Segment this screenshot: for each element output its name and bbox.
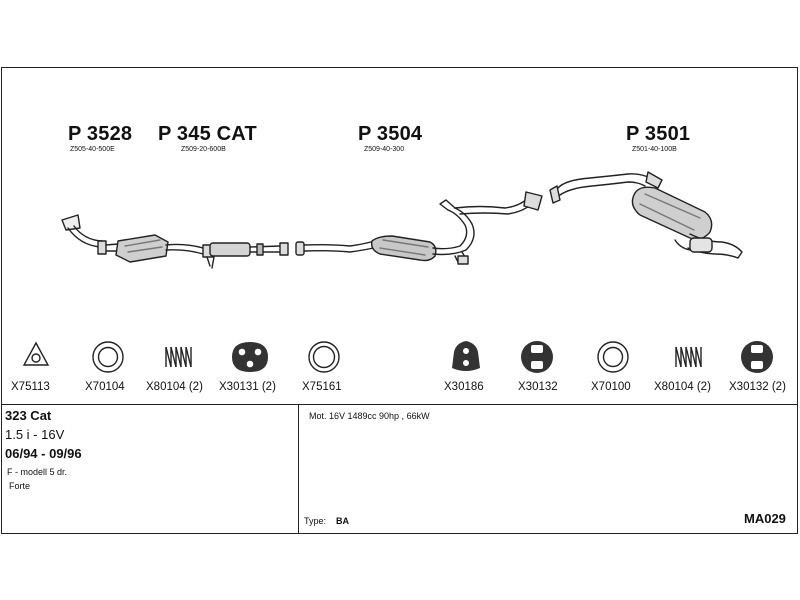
ring-gasket-icon-2: [308, 341, 340, 373]
sheet-code: MA029: [744, 511, 786, 526]
rubber-hanger-icon: [232, 342, 268, 372]
vehicle-model: 323 Cat: [5, 408, 52, 423]
diagram-frame: [1, 67, 798, 534]
part-number-p345cat: P 345 CAT: [158, 123, 257, 145]
fitting-label: X30186: [444, 381, 484, 393]
hanger-block-icon: [452, 341, 480, 371]
spring-icon-2: [675, 346, 702, 368]
middle-section-drawing: [202, 242, 289, 269]
vehicle-trim: Forte: [9, 481, 31, 491]
fitting-label: X80104 (2): [654, 381, 711, 393]
fitting-label: X30132 (2): [729, 381, 786, 393]
part-code-p3528: Z505-40-500E: [70, 146, 115, 153]
vehicle-engine: 1.5 i - 16V: [5, 427, 65, 442]
fitting-label: X70100: [591, 381, 631, 393]
info-divider-vertical: [298, 404, 299, 533]
fitting-label: X75113: [11, 381, 50, 393]
part-code-p3504: Z509-40-300: [364, 146, 405, 153]
fitting-label: X75161: [302, 381, 342, 393]
fitting-label: X80104 (2): [146, 381, 203, 393]
type-label: Type:: [304, 516, 327, 526]
part-number-p3504: P 3504: [358, 123, 423, 145]
rear-silencer-drawing: [549, 171, 743, 259]
triangle-gasket-icon: [22, 341, 50, 366]
spring-icon: [165, 346, 192, 368]
part-code-p3501: Z501-40-100B: [632, 146, 677, 153]
part-number-p3528: P 3528: [68, 123, 133, 145]
info-divider-horizontal: [1, 404, 798, 405]
ring-gasket-icon-3: [597, 341, 629, 373]
part-code-p345cat: Z509-20-600B: [181, 146, 226, 153]
motor-spec: Mot. 16V 1489cc 90hp , 66kW: [309, 411, 430, 421]
fitting-label: X30131 (2): [219, 381, 276, 393]
centre-silencer-drawing: [295, 191, 543, 265]
type-value: BA: [336, 516, 349, 526]
vehicle-variant: F - modell 5 dr.: [7, 467, 68, 477]
front-pipe-drawing: [61, 214, 107, 255]
rubber-ring-hanger-icon: [521, 341, 553, 373]
catalytic-converter-drawing: [105, 234, 204, 263]
fitting-label: X70104: [85, 381, 125, 393]
part-number-p3501: P 3501: [626, 123, 691, 145]
ring-gasket-icon: [92, 341, 124, 373]
fitting-label: X30132: [518, 381, 558, 393]
vehicle-period: 06/94 - 09/96: [5, 446, 82, 461]
rubber-ring-hanger-icon-2: [741, 341, 773, 373]
